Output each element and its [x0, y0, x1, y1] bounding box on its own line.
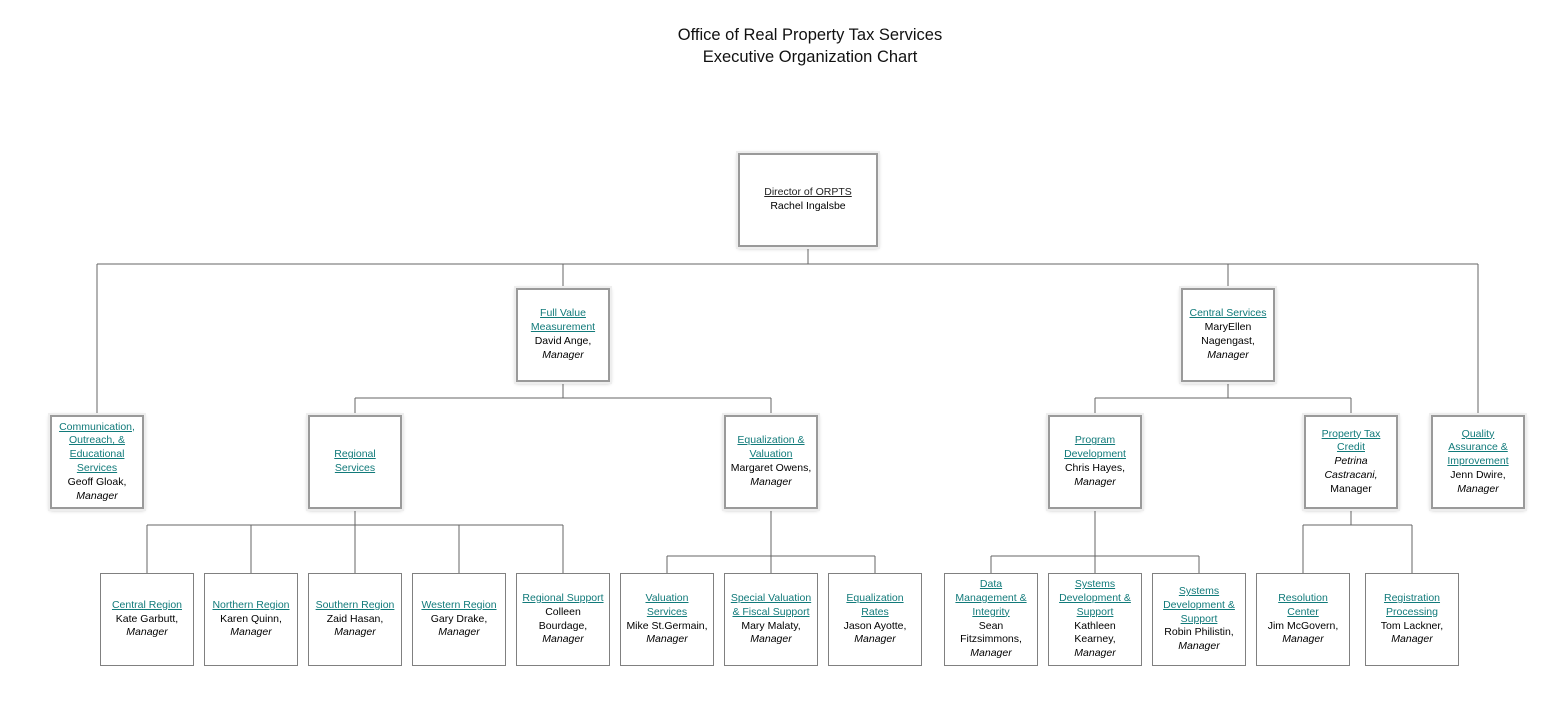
central-services-box: Central Services MaryEllen Nagengast, Ma… [1181, 288, 1275, 382]
regional-services-box: Regional Services [308, 415, 402, 509]
data-management-box: Data Management & Integrity Sean Fitzsim… [944, 573, 1038, 666]
chart-subtitle: Executive Organization Chart [702, 48, 918, 66]
special-valuation-role: Manager [750, 633, 792, 646]
communication-outreach-manager: Geoff Gloak, [67, 475, 127, 488]
equalization-rates-manager: Jason Ayotte, [843, 619, 907, 632]
valuation-services-box: Valuation Services Mike St.Germain, Mana… [620, 573, 714, 666]
central-region-box: Central Region Kate Garbutt, Manager [100, 573, 194, 666]
communication-outreach-box: Communication, Outreach, & Educational S… [50, 415, 144, 509]
southern-region-box: Southern Region Zaid Hasan, Manager [308, 573, 402, 666]
northern-region-link[interactable]: Northern Region [212, 598, 290, 611]
special-valuation-link[interactable]: Special Valuation & Fiscal Support [730, 591, 812, 618]
equalization-valuation-box: Equalization & Valuation Margaret Owens,… [724, 415, 818, 509]
regional-support-role: Manager [542, 633, 584, 646]
full-value-measurement-role: Manager [542, 348, 584, 361]
communication-outreach-link[interactable]: Communication, Outreach, & Educational S… [59, 420, 135, 474]
equalization-valuation-link[interactable]: Equalization & Valuation [737, 434, 805, 461]
western-region-link[interactable]: Western Region [421, 598, 497, 611]
full-value-measurement-link[interactable]: Full Value Measurement [530, 307, 596, 334]
northern-region-box: Northern Region Karen Quinn, Manager [204, 573, 298, 666]
director-name: Rachel Ingalsbe [770, 200, 846, 212]
program-development-box: Program Development Chris Hayes, Manager [1048, 415, 1142, 509]
systems-development-link-1[interactable]: Systems Development & Support [1059, 578, 1131, 618]
valuation-services-manager: Mike St.Germain, [626, 619, 708, 632]
property-tax-credit-link[interactable]: Property Tax Credit [1321, 427, 1381, 454]
equalization-valuation-manager: Margaret Owens, [730, 462, 812, 474]
central-region-link[interactable]: Central Region [111, 598, 183, 611]
resolution-center-link[interactable]: Resolution Center [1278, 591, 1328, 618]
registration-processing-role: Manager [1391, 633, 1433, 646]
director-box: Director of ORPTS Rachel Ingalsbe [738, 153, 878, 247]
quality-assurance-box: Quality Assurance & Improvement Jenn Dwi… [1431, 415, 1525, 509]
central-services-link[interactable]: Central Services [1189, 307, 1267, 320]
quality-assurance-link[interactable]: Quality Assurance & Improvement [1447, 427, 1509, 468]
program-development-role: Manager [1074, 475, 1116, 488]
property-tax-credit-box: Property Tax Credit Petrina Castracani, … [1304, 415, 1398, 509]
regional-support-link[interactable]: Regional Support [522, 591, 604, 604]
special-valuation-box: Special Valuation & Fiscal Support Mary … [724, 573, 818, 666]
western-region-box: Western Region Gary Drake, Manager [412, 573, 506, 666]
property-tax-credit-manager: Petrina Castracani, [1324, 455, 1378, 481]
equalization-rates-box: Equalization Rates Jason Ayotte, Manager [828, 573, 922, 666]
northern-region-manager: Karen Quinn, [220, 612, 282, 625]
program-development-manager: Chris Hayes, [1064, 462, 1126, 474]
systems-development-manager-2: Robin Philistin, [1164, 626, 1234, 639]
systems-development-link-2[interactable]: Systems Development & Support [1163, 585, 1235, 625]
full-value-measurement-box: Full Value Measurement David Ange, Manag… [516, 288, 610, 382]
regional-services-link[interactable]: Regional Services [334, 448, 376, 474]
equalization-valuation-role: Manager [750, 475, 792, 488]
communication-outreach-role: Manager [76, 489, 118, 502]
registration-processing-box: Registration Processing Tom Lackner, Man… [1365, 573, 1459, 666]
regional-support-box: Regional Support Colleen Bourdage, Manag… [516, 573, 610, 666]
regional-support-manager: Colleen Bourdage, [538, 605, 588, 632]
full-value-measurement-manager: David Ange, [534, 335, 592, 347]
valuation-services-link[interactable]: Valuation Services [645, 591, 689, 618]
northern-region-role: Manager [230, 626, 272, 639]
program-development-link[interactable]: Program Development [1064, 434, 1126, 461]
quality-assurance-manager: Jenn Dwire, [1450, 468, 1506, 481]
southern-region-role: Manager [334, 626, 376, 639]
valuation-services-role: Manager [646, 633, 688, 646]
western-region-role: Manager [438, 626, 480, 639]
data-management-role: Manager [970, 647, 1012, 660]
systems-development-role-1: Manager [1074, 647, 1116, 660]
property-tax-credit-role: Manager [1330, 482, 1372, 495]
chart-title-block: Office of Real Property Tax Services Exe… [0, 24, 1550, 68]
systems-development-box-2: Systems Development & Support Robin Phil… [1152, 573, 1246, 666]
data-management-manager: Sean Fitzsimmons, [960, 619, 1022, 646]
resolution-center-manager: Jim McGovern, [1267, 619, 1339, 632]
registration-processing-manager: Tom Lackner, [1380, 619, 1444, 632]
central-services-role: Manager [1207, 348, 1249, 361]
special-valuation-manager: Mary Malaty, [741, 619, 801, 632]
equalization-rates-link[interactable]: Equalization Rates [846, 591, 904, 618]
systems-development-manager-1: Kathleen Kearney, [1074, 619, 1116, 646]
central-region-manager: Kate Garbutt, [115, 612, 179, 625]
quality-assurance-role: Manager [1457, 482, 1499, 495]
southern-region-link[interactable]: Southern Region [315, 598, 395, 611]
registration-processing-link[interactable]: Registration Processing [1383, 591, 1441, 618]
systems-development-role-2: Manager [1178, 640, 1220, 653]
western-region-manager: Gary Drake, [430, 612, 488, 625]
resolution-center-box: Resolution Center Jim McGovern, Manager [1256, 573, 1350, 666]
central-region-role: Manager [126, 626, 168, 639]
chart-title: Office of Real Property Tax Services [677, 26, 943, 44]
central-services-manager: MaryEllen Nagengast, [1201, 321, 1255, 347]
southern-region-manager: Zaid Hasan, [326, 612, 384, 625]
systems-development-box-1: Systems Development & Support Kathleen K… [1048, 573, 1142, 666]
resolution-center-role: Manager [1282, 633, 1324, 646]
director-title[interactable]: Director of ORPTS [764, 186, 852, 199]
equalization-rates-role: Manager [854, 633, 896, 646]
data-management-link[interactable]: Data Management & Integrity [955, 578, 1027, 618]
